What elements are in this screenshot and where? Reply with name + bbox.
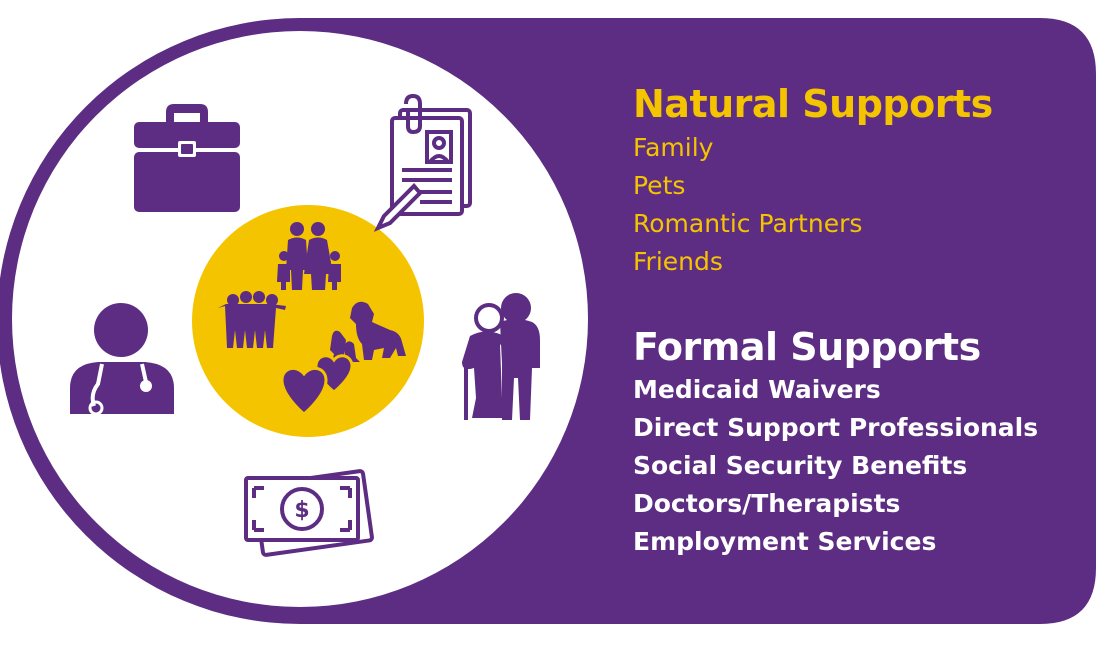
doctor-icon — [70, 303, 174, 416]
elderly-couple-icon — [462, 293, 540, 420]
hearts-icon — [280, 354, 354, 416]
list-item: Employment Services — [633, 527, 937, 556]
formal-supports-title: Formal Supports — [633, 325, 981, 369]
friends-icon — [218, 291, 286, 348]
list-item: Romantic Partners — [633, 209, 863, 238]
svg-text:$: $ — [294, 498, 309, 523]
money-icon: $ — [244, 469, 374, 557]
list-item: Social Security Benefits — [633, 451, 968, 480]
banner-graphic: $ — [0, 18, 1096, 624]
list-item: Medicaid Waivers — [633, 375, 881, 404]
natural-supports-title: Natural Supports — [633, 82, 993, 126]
supports-banner: $ — [0, 18, 1096, 624]
list-item: Direct Support Professionals — [633, 413, 1039, 442]
briefcase-icon — [134, 104, 240, 212]
family-icon — [277, 222, 341, 290]
natural-supports-circle — [192, 205, 424, 437]
list-item: Friends — [633, 247, 723, 276]
list-item: Family — [633, 133, 714, 162]
list-item: Doctors/Therapists — [633, 489, 901, 518]
list-item: Pets — [633, 171, 686, 200]
natural-supports-list: Family Pets Romantic Partners Friends — [633, 129, 862, 281]
resume-icon — [373, 93, 472, 232]
formal-supports-list: Medicaid Waivers Direct Support Professi… — [633, 371, 1038, 561]
